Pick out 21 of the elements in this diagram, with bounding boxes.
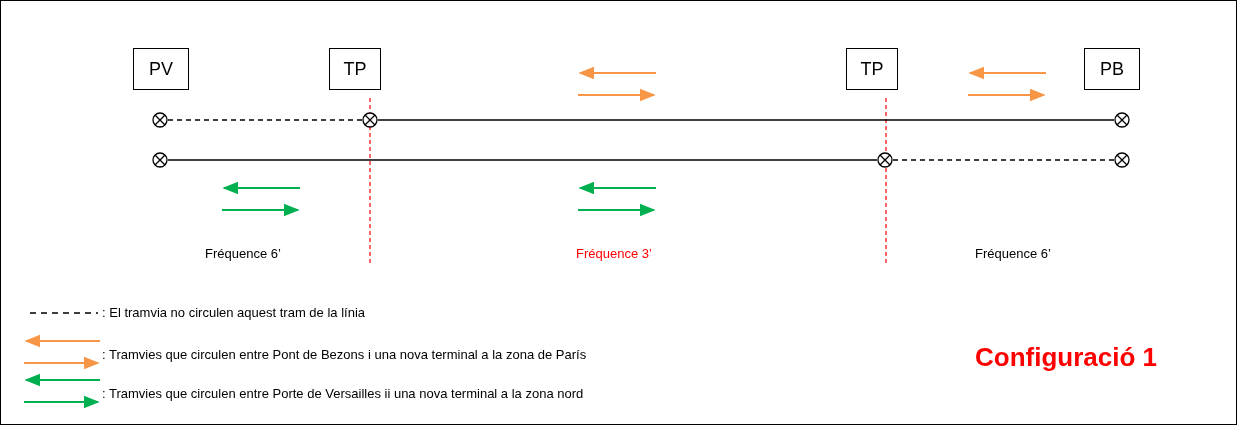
track-line [377, 119, 1115, 121]
frequency-label: Fréquence 6’ [975, 246, 1051, 261]
legend-text: : El tramvia no circulen aquest tram de la línia [102, 305, 365, 320]
legend-text: : Tramvies que circulen entre Porte de Versailles ii una nova terminal a la zona nord [102, 386, 584, 401]
legend-text: : Tramvies que circulen entre Pont de Bezons i una nova terminal a la zona de París [102, 347, 587, 362]
station-box: PV [133, 48, 189, 90]
dashed-track-line [892, 159, 1115, 161]
frequency-label: Fréquence 3’ [576, 246, 652, 261]
configuration-title: Configuració 1 [975, 342, 1157, 373]
station-symbol [151, 151, 169, 169]
track-line [167, 159, 878, 161]
station-box: PB [1084, 48, 1140, 90]
station-box: TP [846, 48, 898, 90]
station-symbol [361, 111, 379, 129]
dashed-track-line [167, 119, 363, 121]
station-symbol [876, 151, 894, 169]
frequency-label: Fréquence 6’ [205, 246, 281, 261]
station-symbol [1113, 111, 1131, 129]
station-symbol [151, 111, 169, 129]
station-box: TP [329, 48, 381, 90]
station-symbol [1113, 151, 1131, 169]
